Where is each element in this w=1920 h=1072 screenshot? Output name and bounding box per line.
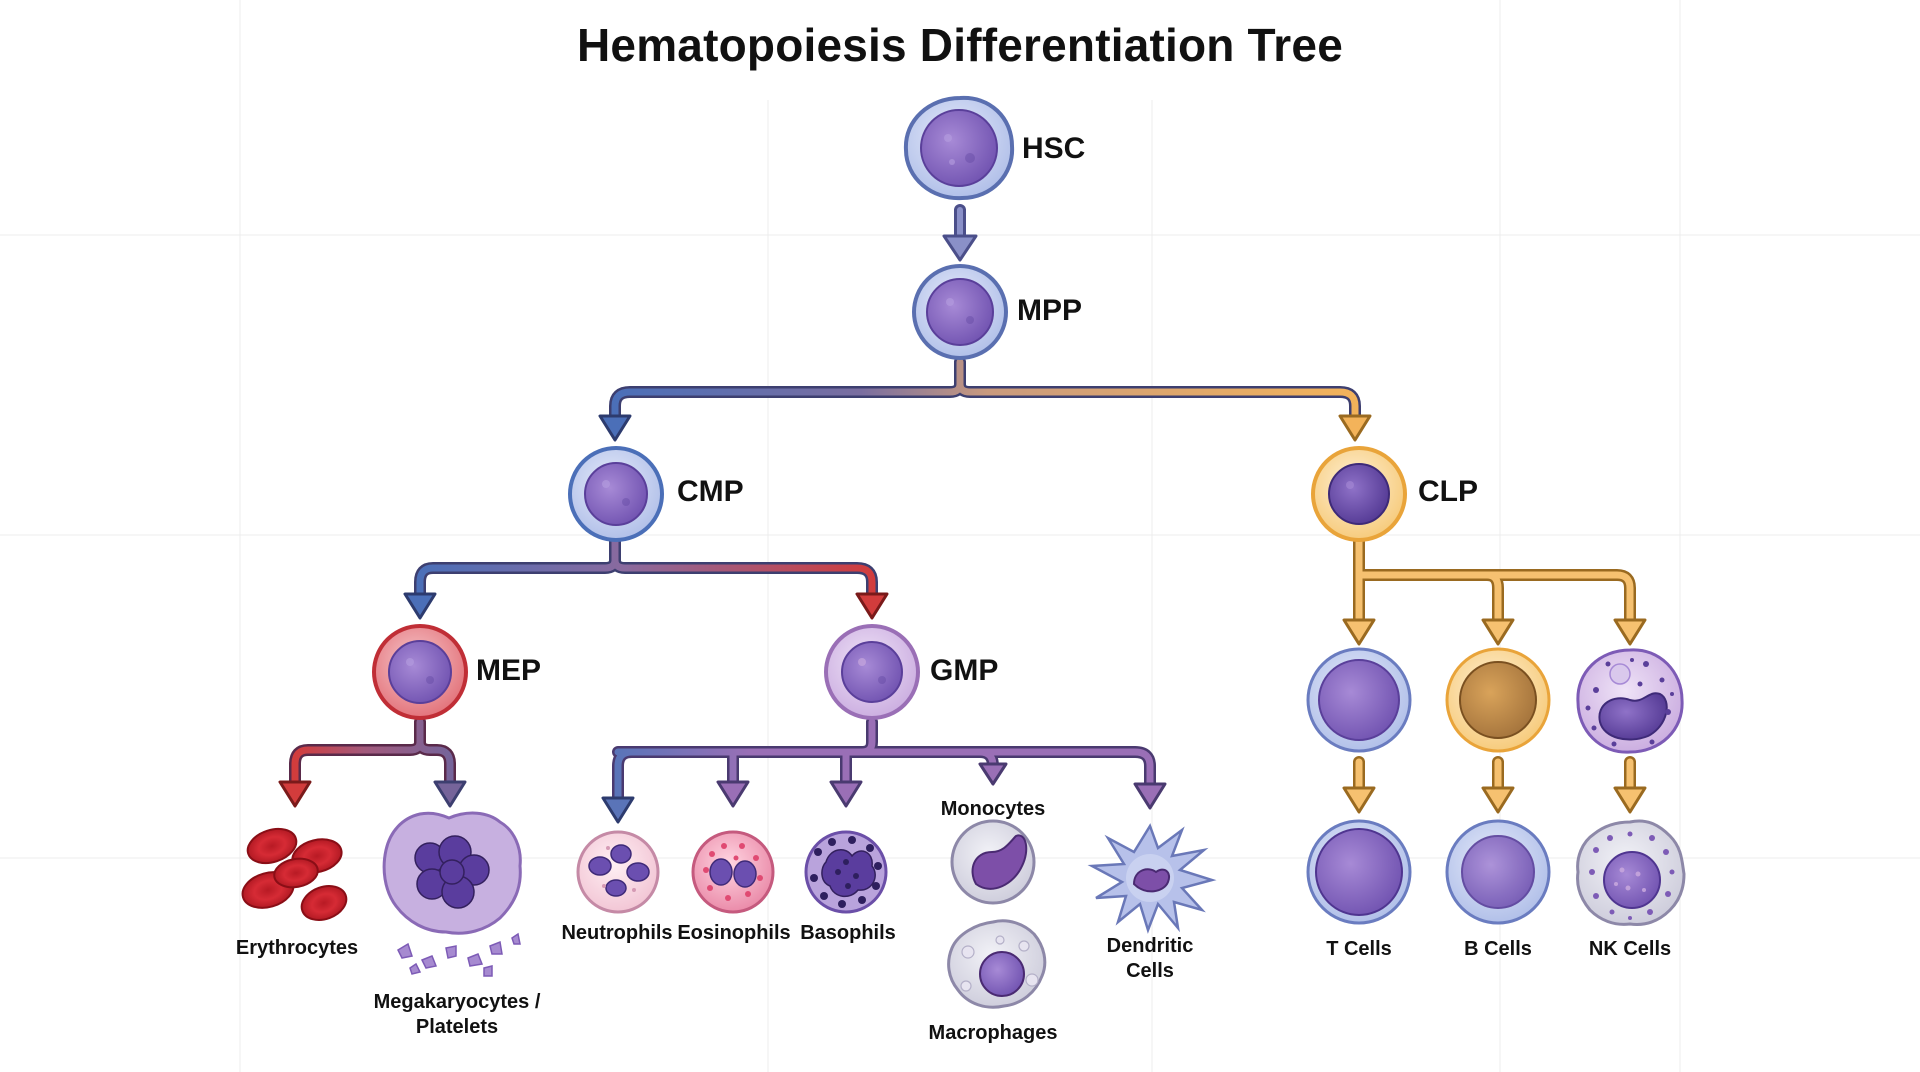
mpp-branch-connector bbox=[598, 356, 1372, 442]
hsc-label: HSC bbox=[1022, 132, 1086, 165]
nk-cell-precursor bbox=[1576, 648, 1684, 754]
cmp-branch-connector bbox=[403, 534, 889, 620]
neutrophil-illustration bbox=[576, 830, 660, 914]
macrophages-label: Macrophages bbox=[928, 1022, 1058, 1044]
hsc-cell bbox=[903, 95, 1015, 201]
mep-branch-connector bbox=[278, 716, 467, 808]
b-cell bbox=[1445, 819, 1551, 925]
diagram-title: Hematopoiesis Differentiation Tree bbox=[577, 19, 1343, 71]
mpp-label: MPP bbox=[1017, 294, 1083, 327]
clp-label: CLP bbox=[1418, 475, 1478, 508]
eosinophil-illustration bbox=[691, 830, 775, 914]
erythrocytes-illustration bbox=[241, 827, 348, 921]
mep-cell bbox=[372, 624, 468, 720]
clp-cell bbox=[1311, 446, 1407, 542]
eosinophils-label: Eosinophils bbox=[677, 922, 791, 944]
dendritic-cells-label: Dendritic Cells bbox=[1106, 935, 1194, 982]
clp-branch-connector bbox=[1342, 534, 1647, 646]
mpp-cell bbox=[912, 264, 1008, 360]
monocyte-illustration bbox=[950, 819, 1036, 905]
megakaryocytes-label: Megakaryocytes / Platelets bbox=[373, 991, 541, 1038]
cmp-cell bbox=[568, 446, 664, 542]
basophils-label: Basophils bbox=[800, 922, 896, 944]
t-cell bbox=[1306, 819, 1412, 925]
basophil-illustration bbox=[804, 830, 888, 914]
gmp-label: GMP bbox=[930, 654, 999, 687]
lymphoid-maturation-arrows bbox=[1342, 756, 1647, 814]
b-cells-label: B Cells bbox=[1464, 938, 1532, 960]
monocytes-label: Monocytes bbox=[940, 798, 1046, 820]
erythrocytes-label: Erythrocytes bbox=[235, 937, 359, 959]
t-cell-precursor bbox=[1306, 647, 1412, 753]
megakaryocyte-illustration bbox=[382, 811, 522, 977]
macrophage-illustration bbox=[947, 919, 1047, 1009]
neutrophils-label: Neutrophils bbox=[561, 922, 673, 944]
hsc-to-mpp-arrow bbox=[942, 204, 978, 262]
t-cells-label: T Cells bbox=[1326, 938, 1392, 960]
dendritic-cell-illustration bbox=[1087, 823, 1217, 934]
b-cell-precursor bbox=[1445, 647, 1551, 753]
nk-cells-label: NK Cells bbox=[1588, 938, 1672, 960]
gmp-branch-connector bbox=[601, 716, 1167, 824]
gmp-cell bbox=[824, 624, 920, 720]
cmp-label: CMP bbox=[677, 475, 744, 508]
mep-label: MEP bbox=[476, 654, 542, 687]
nk-cell bbox=[1576, 819, 1686, 926]
